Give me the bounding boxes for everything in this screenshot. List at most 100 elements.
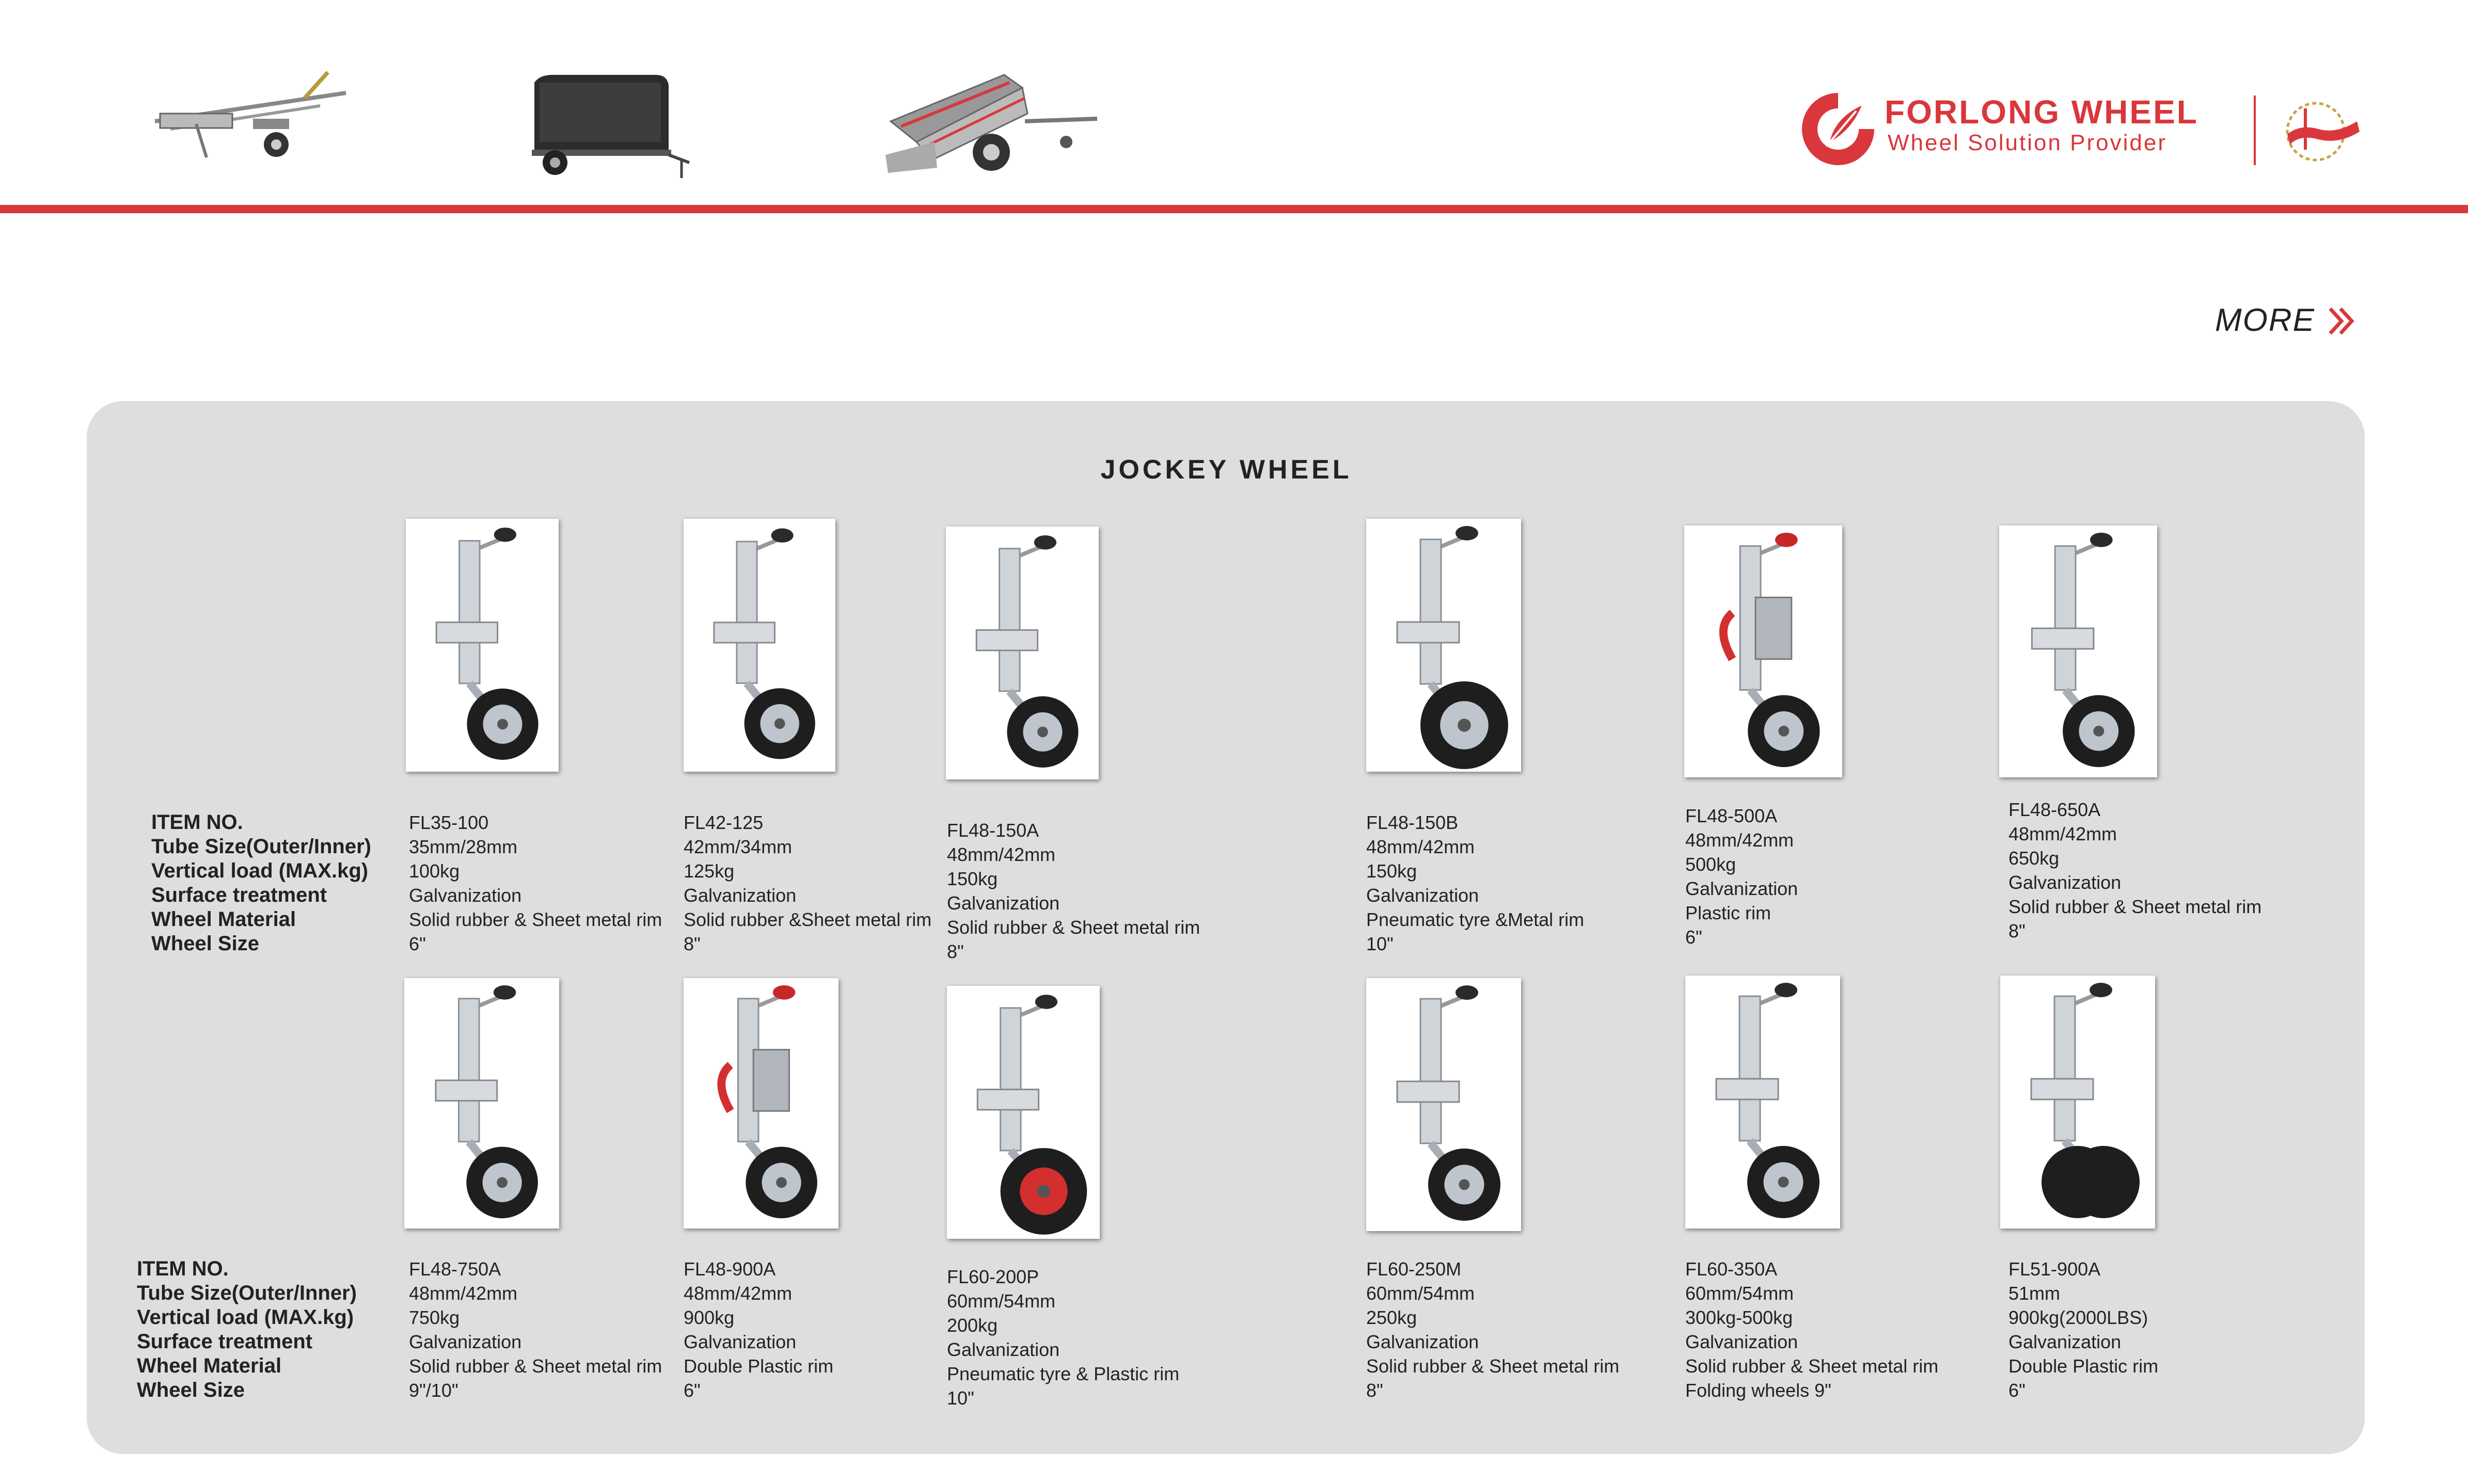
spec-surface: Galvanization bbox=[2008, 872, 2122, 893]
cargo-trailer-image bbox=[532, 75, 690, 178]
spec-load: 500kg bbox=[1685, 854, 1736, 875]
jockey-wheel-image bbox=[947, 987, 1100, 1237]
spec-load: 650kg bbox=[2008, 848, 2060, 869]
product-photo bbox=[404, 978, 559, 1228]
label-surface-treatment: Surface treatment bbox=[151, 884, 327, 906]
spec-material: Pneumatic tyre &Metal rim bbox=[1366, 909, 1585, 930]
spec-size: 8" bbox=[2008, 920, 2026, 942]
header-divider bbox=[0, 205, 2468, 213]
product-photo bbox=[1684, 525, 1842, 777]
spec-size: 10" bbox=[1366, 933, 1394, 954]
spec-size: 8" bbox=[684, 933, 701, 954]
spec-tube: 60mm/54mm bbox=[1685, 1283, 1794, 1304]
jockey-wheel-image bbox=[405, 978, 559, 1228]
product-photo bbox=[1366, 978, 1521, 1231]
logo-divider bbox=[2254, 95, 2256, 165]
spec-material: Pneumatic tyre & Plastic rim bbox=[947, 1363, 1180, 1384]
spec-item: FL51-900A bbox=[2008, 1258, 2101, 1280]
product-photo bbox=[947, 986, 1100, 1239]
spec-load: 900kg bbox=[684, 1307, 735, 1328]
spec-surface: Galvanization bbox=[1366, 885, 1479, 906]
spec-load: 150kg bbox=[947, 868, 998, 889]
product-photo bbox=[2000, 976, 2155, 1228]
jockey-wheel-image bbox=[684, 978, 838, 1228]
label-wheel-size: Wheel Size bbox=[137, 1379, 245, 1401]
boat-trailer-image bbox=[154, 71, 346, 158]
spec-item: FL60-200P bbox=[947, 1266, 1039, 1287]
spec-tube: 48mm/42mm bbox=[409, 1283, 518, 1304]
double-chevron-right-icon[interactable] bbox=[2326, 306, 2357, 337]
spec-item: FL48-500A bbox=[1685, 805, 1778, 826]
spec-tube: 42mm/34mm bbox=[684, 836, 793, 857]
anniversary-badge-icon bbox=[2286, 102, 2360, 162]
jockey-wheel-image bbox=[2001, 525, 2156, 777]
spec-size: 8" bbox=[947, 941, 964, 962]
product-photo bbox=[946, 526, 1099, 779]
spec-surface: Galvanization bbox=[947, 1339, 1060, 1360]
spec-material: Solid rubber & Sheet metal rim bbox=[2008, 896, 2262, 917]
spec-load: 200kg bbox=[947, 1315, 998, 1336]
spec-item: FL48-750A bbox=[409, 1258, 501, 1280]
spec-load: 100kg bbox=[409, 860, 460, 882]
brand-name: FORLONG WHEEL bbox=[1885, 93, 2198, 131]
label-wheel-size: Wheel Size bbox=[151, 932, 259, 955]
jockey-wheel-image bbox=[684, 521, 835, 770]
spec-material: Solid rubber & Sheet metal rim bbox=[947, 917, 1200, 938]
spec-tube: 48mm/42mm bbox=[684, 1283, 793, 1304]
spec-tube: 35mm/28mm bbox=[409, 836, 518, 857]
product-photo bbox=[1366, 519, 1521, 772]
label-item-no: ITEM NO. bbox=[137, 1257, 229, 1280]
spec-load: 750kg bbox=[409, 1307, 460, 1328]
spec-surface: Galvanization bbox=[409, 1331, 522, 1352]
spec-item: FL48-150A bbox=[947, 820, 1039, 841]
spec-surface: Galvanization bbox=[1366, 1331, 1479, 1352]
spec-size: 6" bbox=[684, 1380, 701, 1401]
spec-load: 125kg bbox=[684, 860, 735, 882]
spec-material: Plastic rim bbox=[1685, 902, 1771, 923]
brand-tagline: Wheel Solution Provider bbox=[1888, 130, 2168, 155]
jockey-wheel-image bbox=[1366, 978, 1521, 1231]
spec-surface: Galvanization bbox=[409, 885, 522, 906]
label-vertical-load: Vertical load (MAX.kg) bbox=[137, 1306, 354, 1329]
spec-material: Solid rubber & Sheet metal rim bbox=[409, 909, 662, 930]
spec-item: FL42-125 bbox=[684, 812, 764, 833]
spec-size: 10" bbox=[947, 1387, 974, 1409]
spec-load: 300kg-500kg bbox=[1685, 1307, 1793, 1328]
product-photo bbox=[684, 519, 835, 772]
more-label: MORE bbox=[2215, 302, 2315, 338]
spec-size: 6" bbox=[2008, 1380, 2026, 1401]
spec-tube: 48mm/42mm bbox=[947, 844, 1056, 865]
more-link[interactable]: MORE bbox=[2215, 302, 2315, 339]
spec-tube: 48mm/42mm bbox=[2008, 823, 2117, 844]
jockey-wheel-image bbox=[406, 520, 559, 770]
jockey-wheel-image bbox=[1685, 976, 1840, 1228]
label-item-no: ITEM NO. bbox=[151, 811, 243, 834]
spec-material: Double Plastic rim bbox=[2008, 1355, 2159, 1377]
spec-tube: 60mm/54mm bbox=[1366, 1283, 1475, 1304]
product-spec: FL51-900A 51mm 900kg(2000LBS) Galvanization… bbox=[2008, 1257, 2158, 1402]
spec-item: FL60-250M bbox=[1366, 1258, 1462, 1280]
product-photo bbox=[1999, 525, 2157, 777]
label-wheel-material: Wheel Material bbox=[137, 1354, 282, 1377]
jockey-wheel-image bbox=[1686, 525, 1841, 777]
label-vertical-load: Vertical load (MAX.kg) bbox=[151, 859, 369, 882]
spec-labels-row1: ITEM NO. Tube Size(Outer/Inner) Vertical… bbox=[151, 810, 371, 956]
spec-surface: Galvanization bbox=[684, 1331, 797, 1352]
spec-size: 6" bbox=[409, 933, 426, 954]
product-photo bbox=[406, 519, 559, 772]
spec-material: Double Plastic rim bbox=[684, 1355, 834, 1377]
spec-size: 6" bbox=[1685, 927, 1702, 948]
spec-tube: 51mm bbox=[2008, 1283, 2061, 1304]
spec-load: 900kg(2000LBS) bbox=[2008, 1307, 2148, 1328]
label-tube-size: Tube Size(Outer/Inner) bbox=[137, 1282, 357, 1304]
spec-surface: Galvanization bbox=[2008, 1331, 2122, 1352]
